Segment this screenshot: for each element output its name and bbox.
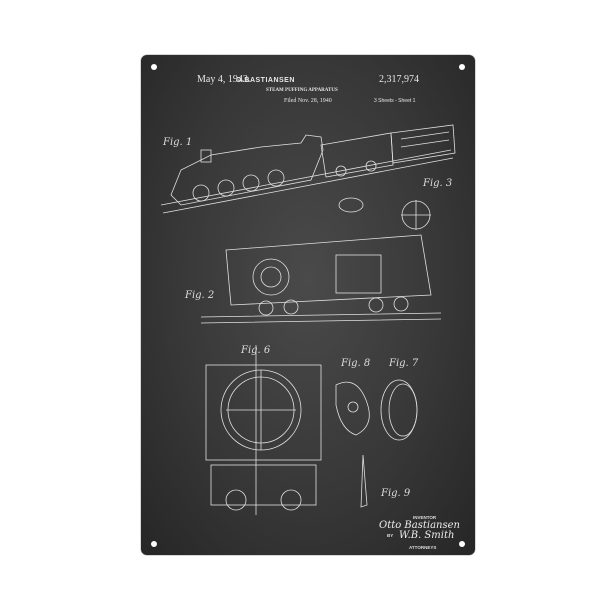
fig3-drawing — [338, 197, 431, 230]
mounting-hole — [459, 541, 465, 547]
fig8-label: Fig. 8 — [341, 358, 371, 369]
mounting-hole — [151, 64, 157, 70]
filed-date: Filed Nov. 28, 1940 — [284, 98, 332, 104]
fig3-label: Fig. 3 — [423, 178, 453, 189]
attorneys-label: ATTORNEYS — [409, 545, 437, 550]
patent-number: 2,317,974 — [379, 74, 419, 85]
fig9-label: Fig. 9 — [381, 488, 411, 499]
tender-section-drawing — [200, 234, 442, 324]
patent-metal-sign: May 4, 1943. O.BASTIANSEN 2,317,974 STEA… — [141, 55, 475, 555]
fig1-label: Fig. 1 — [163, 137, 193, 148]
patent-drawings — [160, 124, 456, 515]
patent-date: May 4, 1943. — [197, 74, 251, 85]
by-label: BY — [387, 533, 394, 538]
inventor-label: INVENTOR — [413, 515, 437, 520]
attorney-signature: W.B. Smith — [399, 530, 455, 541]
fig6-drawing — [205, 345, 322, 515]
mounting-hole — [459, 64, 465, 70]
fig2-label: Fig. 2 — [185, 290, 215, 301]
fig9-drawing — [360, 454, 368, 508]
patent-title: STEAM PUFFING APPARATUS — [266, 88, 338, 93]
mounting-hole — [151, 541, 157, 547]
fig8-drawing — [335, 381, 370, 436]
inventor-signature: Otto Bastiansen — [379, 520, 460, 531]
sheet-count: 3 Sheets - Sheet 1 — [374, 98, 416, 104]
fig7-label: Fig. 7 — [389, 358, 419, 369]
fig6-label: Fig. 6 — [241, 345, 271, 356]
locomotive-drawing — [160, 124, 456, 214]
inventor-name: O.BASTIANSEN — [236, 77, 295, 84]
fig7-drawing — [380, 379, 418, 441]
